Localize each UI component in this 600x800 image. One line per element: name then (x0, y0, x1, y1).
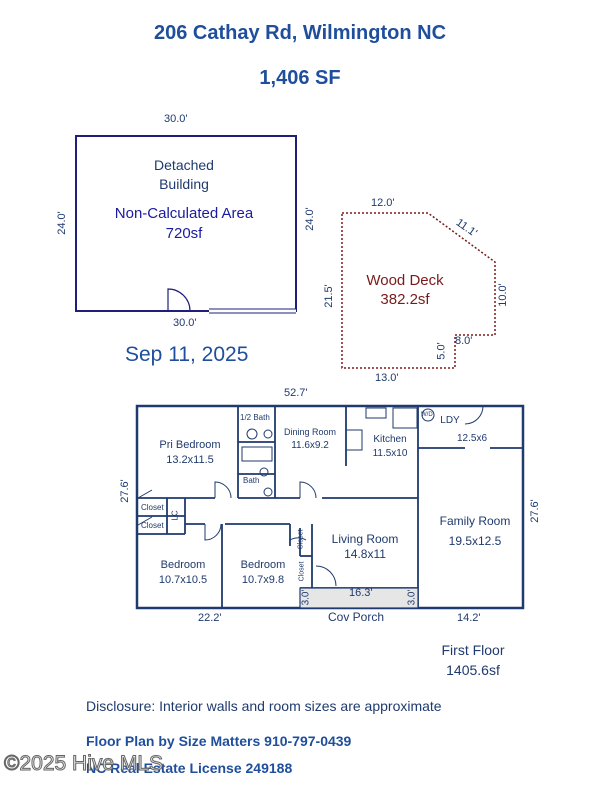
room-family: Family Room 19.5x12.5 (430, 511, 520, 551)
room-wd: W/D (421, 412, 433, 418)
room-ldy-name: LDY (440, 415, 460, 426)
address-title: 206 Cathay Rd, Wilmington NC (153, 22, 447, 44)
floor-right-dim: 27.6' (528, 499, 541, 523)
room-bedroom-2-size: 10.7x9.8 (241, 574, 285, 586)
detached-left-dim: 24.0' (55, 211, 68, 235)
detached-top-dim: 30.0' (164, 113, 188, 125)
room-living-size: 14.8x11 (344, 547, 386, 561)
deck-notch-width: 8.0' (455, 335, 473, 347)
floor-bottom-left-dim: 22.2' (198, 612, 222, 624)
room-kitchen-size: 11.5x10 (372, 448, 408, 459)
deck-top-dim: 12.0' (371, 197, 395, 209)
room-half-bath: 1/2 Bath (240, 413, 270, 422)
detached-door (167, 288, 191, 312)
interior-walls (137, 406, 523, 608)
room-living-name: Living Room (331, 532, 399, 546)
plan-date: Sep 11, 2025 (125, 343, 249, 366)
room-kitchen-name: Kitchen (373, 434, 407, 445)
room-dining-size: 11.6x9.2 (291, 440, 329, 451)
porch-side-left-dim: 3.0' (300, 589, 312, 606)
porch-dim: 16.3' (349, 587, 373, 599)
room-bedroom-2: Bedroom 10.7x9.8 (230, 558, 296, 588)
detached-right-dim: 24.0' (303, 207, 316, 231)
floor-bottom-right-dim: 14.2' (457, 612, 481, 624)
detached-building-outline (75, 135, 297, 312)
floor-name: First Floor (441, 642, 505, 658)
deck-bottom-dim: 13.0' (375, 372, 399, 384)
door-swings (137, 405, 484, 587)
room-dining: Dining Room 11.6x9.2 (278, 425, 342, 453)
room-pri-bedroom: Pri Bedroom 13.2x11.5 (150, 438, 230, 468)
fixtures (241, 407, 435, 497)
room-pri-bedroom-name: Pri Bedroom (159, 439, 221, 451)
room-closet-4: Closet (298, 561, 306, 582)
room-bedroom-1: Bedroom 10.7x10.5 (148, 558, 218, 588)
deck-notch-height: 5.0' (435, 342, 448, 360)
area-title: 1,406 SF (259, 67, 341, 89)
watermark: ©2025 Hive MLS (3, 752, 164, 776)
detached-label-2: Building (159, 176, 209, 192)
disclosure-text: Disclosure: Interior walls and room size… (86, 698, 442, 714)
floor-top-dim: 52.7' (284, 387, 308, 399)
room-pri-bedroom-size: 13.2x11.5 (166, 454, 214, 466)
room-family-size: 19.5x12.5 (448, 534, 502, 548)
detached-bottom-dim: 30.0' (173, 317, 197, 329)
room-kitchen: Kitchen 11.5x10 (364, 433, 416, 461)
room-living: Living Room 14.8x11 (322, 532, 408, 562)
room-closet-1: Closet (141, 503, 164, 512)
license-line: NC Real Estate License 249188 (86, 760, 293, 776)
room-family-name: Family Room (439, 514, 511, 528)
room-bedroom-1-size: 10.7x10.5 (158, 574, 208, 586)
deck-left-dim: 21.5' (322, 284, 335, 308)
floor-area: 1405.6sf (446, 662, 500, 678)
floor-left-dim: 27.6' (118, 479, 131, 503)
detached-label-3: Non-Calculated Area (114, 205, 254, 222)
porch-area (299, 587, 419, 609)
porch-label: Cov Porch (328, 610, 385, 624)
deck-name: Wood Deck (366, 272, 444, 289)
room-ldy-size: 12.5x6 (456, 433, 488, 444)
room-bedroom-1-name: Bedroom (160, 559, 206, 571)
room-dining-name: Dining Room (283, 427, 337, 437)
room-bath: Bath (243, 476, 260, 485)
room-closet-2: Closet (141, 521, 164, 530)
room-linen-closet: LC (170, 510, 180, 521)
company-line: Floor Plan by Size Matters 910-797-0439 (86, 733, 352, 749)
wood-deck-outline (341, 212, 496, 369)
detached-area: 720sf (165, 225, 203, 242)
room-closet-3: Closet (297, 529, 305, 550)
deck-area: 382.2sf (380, 291, 430, 308)
detached-label-1: Detached (154, 157, 214, 173)
room-bedroom-2-name: Bedroom (240, 559, 286, 571)
porch-side-right-dim: 3.0' (406, 589, 418, 606)
deck-right-dim: 10.0' (496, 283, 509, 307)
